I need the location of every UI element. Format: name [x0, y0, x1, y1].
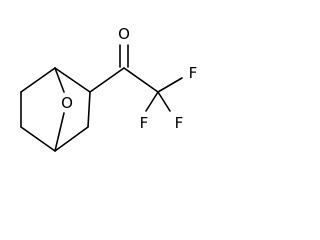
bond-cf3-f-left — [145, 91, 159, 112]
bond-c3-c4 — [20, 126, 56, 152]
bond-c5-c6 — [87, 91, 91, 128]
bond-c1-o-bridge — [54, 67, 65, 93]
carbonyl-oxygen-label: O — [118, 25, 130, 43]
bond-c4-c5 — [54, 126, 89, 152]
bond-carbonyl-cf3 — [123, 67, 159, 93]
bond-cf3-f-top — [157, 77, 183, 93]
bond-c6-c1 — [54, 67, 91, 93]
bond-ring-carbonyl — [89, 67, 125, 93]
bicyclic-ring — [20, 67, 91, 152]
bond-o-bridge-c4 — [54, 112, 65, 152]
bridge-oxygen-label: O — [61, 94, 73, 112]
structure-diagram: O O F F F — [20, 25, 198, 152]
bond-cf3-f-right — [157, 91, 171, 112]
trifluoroacetyl-group — [89, 44, 183, 112]
bond-c1-c2 — [20, 67, 56, 93]
fluorine-right-label: F — [175, 114, 184, 132]
fluorine-left-label: F — [140, 114, 149, 132]
fluorine-top-label: F — [189, 64, 198, 82]
